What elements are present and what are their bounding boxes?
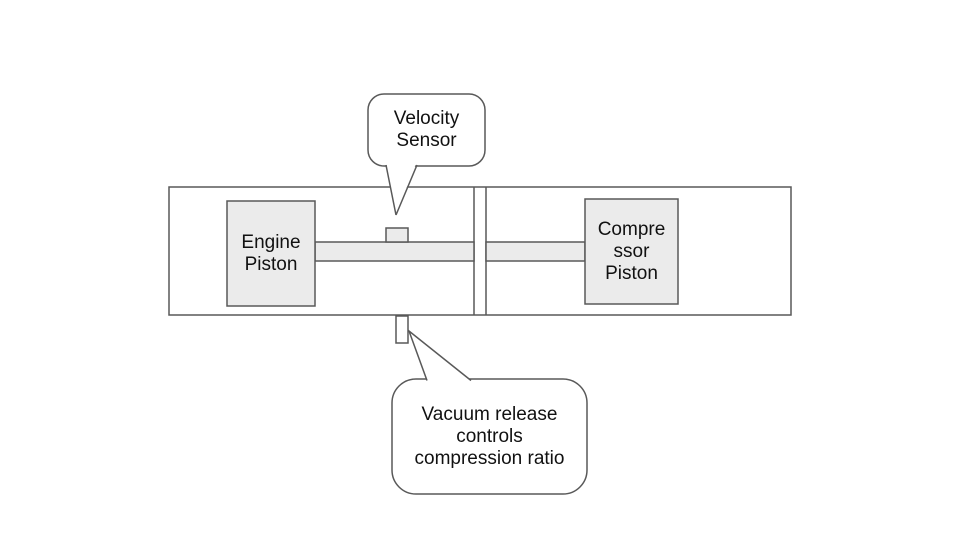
compressor-piston-label: Compre ssor Piston <box>597 218 666 284</box>
velocity-sensor-callout-label: Velocity Sensor <box>393 108 460 151</box>
velocity-callout-tail <box>385 164 418 216</box>
vacuum-release-valve <box>395 315 409 344</box>
piston-rod-left <box>314 241 475 262</box>
piston-rod-right <box>485 241 586 262</box>
engine-piston-box <box>226 200 316 307</box>
velocity-sensor-marker <box>385 227 409 243</box>
velocity-callout-bubble <box>367 93 486 167</box>
vacuum-release-callout-label: Vacuum release controls compression rati… <box>414 403 565 469</box>
vacuum-callout-tail <box>407 328 472 382</box>
engine-piston-label: Engine Piston <box>241 231 301 275</box>
vacuum-callout-bubble <box>391 378 588 495</box>
compressor-piston-box <box>584 198 679 305</box>
